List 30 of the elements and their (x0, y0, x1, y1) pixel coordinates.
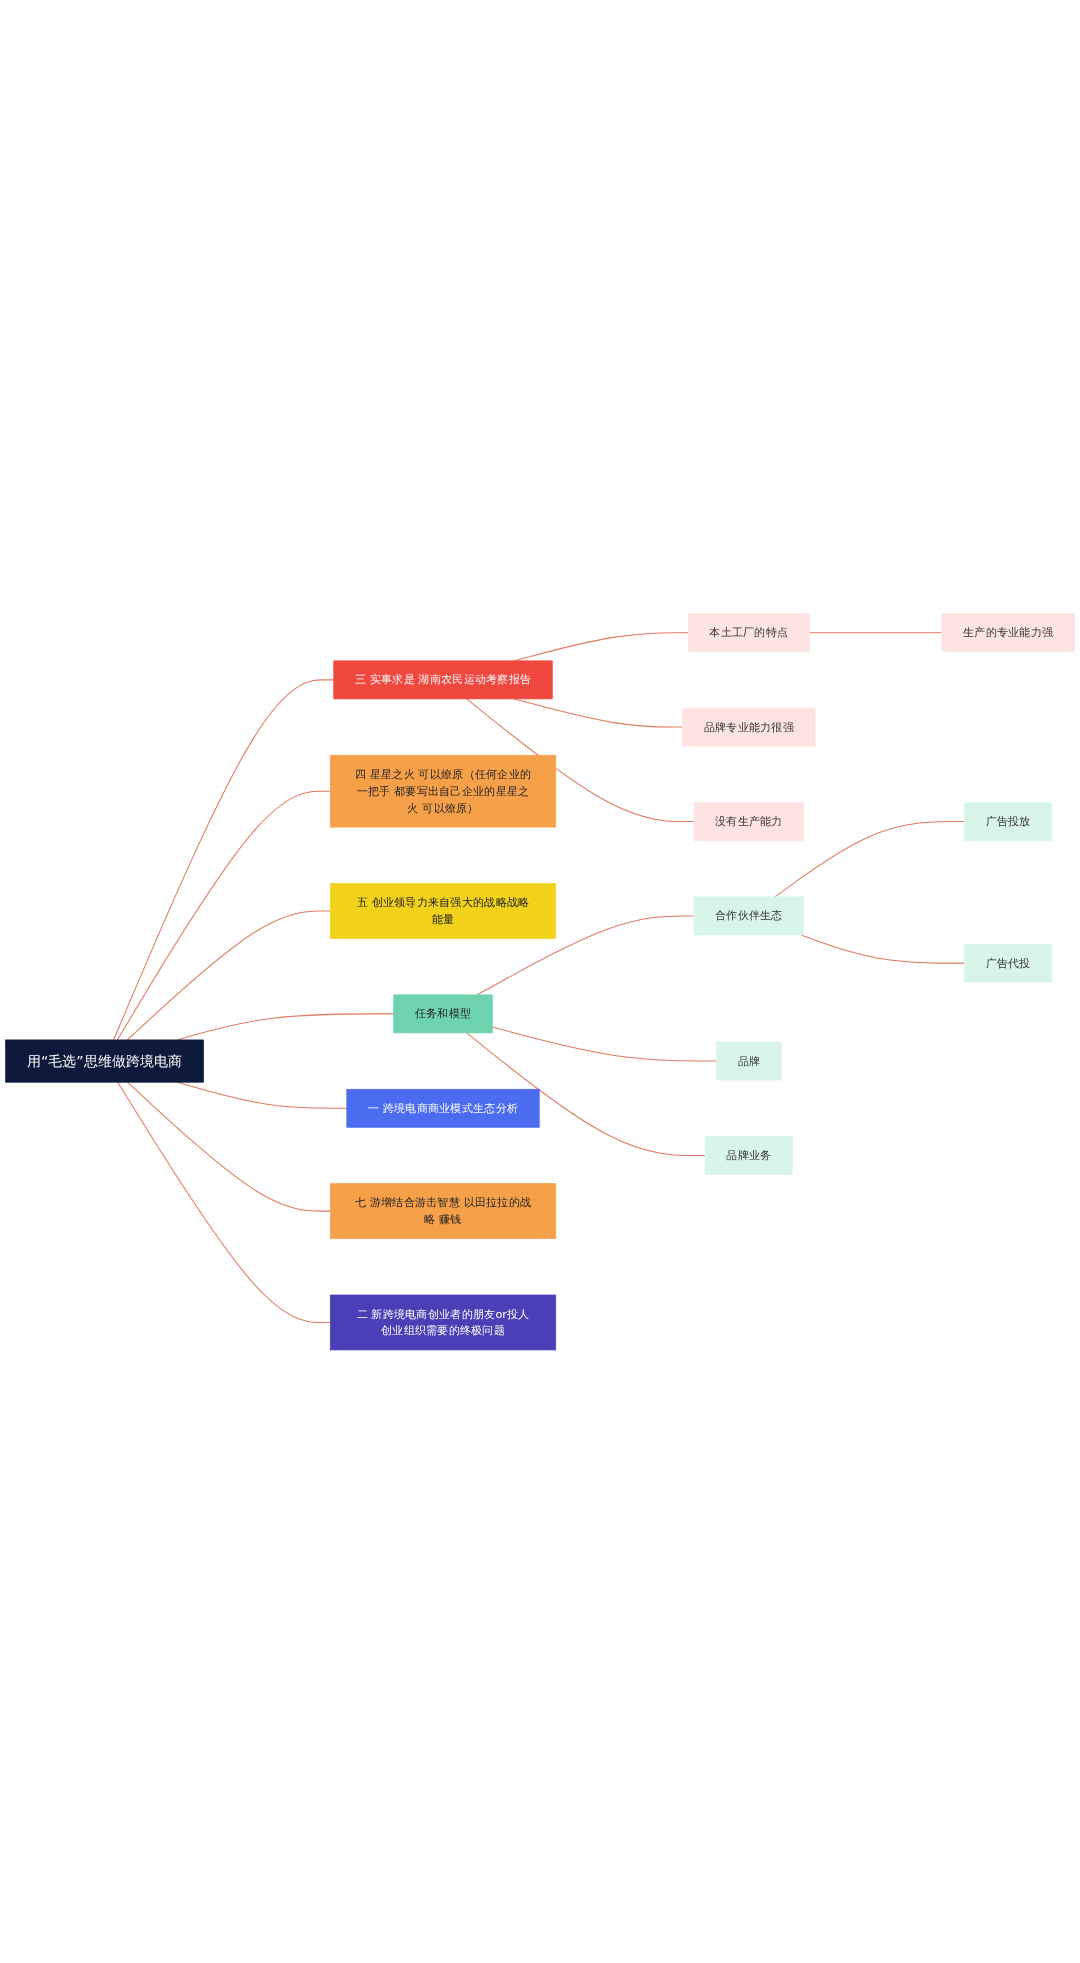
node-box: 七 游增结合游击智慧 以田拉拉的战略 赚钱 (329, 1183, 557, 1239)
node-box: 生产的专业能力强 (941, 613, 1075, 652)
connector (491, 1026, 717, 1062)
node-box: 任务和模型 (393, 994, 493, 1033)
node-box: 四 星星之火 可以燎原（任何企业的一把手 都要写出自己企业的星星之火 可以燎原） (329, 754, 557, 828)
node-box: 二 新跨境电商创业者的朋友or投人创业组织需要的终极问题 (329, 1294, 557, 1350)
connector (466, 1032, 706, 1156)
connector (113, 679, 335, 1041)
connector (808, 631, 943, 633)
connector (117, 1081, 331, 1323)
node-box: 品牌业务 (704, 1135, 793, 1175)
node-box: 本土工厂的特点 (687, 613, 810, 652)
connector (126, 1081, 331, 1212)
node-box: 用“毛选”思维做跨境电商 (5, 1039, 204, 1083)
node-box: 广告代投 (964, 943, 1053, 983)
connector (116, 790, 331, 1041)
connector (126, 910, 331, 1041)
connector (476, 915, 695, 996)
connector (774, 820, 965, 898)
node-box: 品牌 (716, 1041, 782, 1081)
node-box: 广告投放 (964, 801, 1053, 841)
connector (800, 934, 965, 964)
node-box: 没有生产能力 (693, 801, 805, 841)
connector (466, 698, 695, 822)
node-box: 品牌专业能力很强 (682, 707, 816, 747)
connector (176, 1081, 348, 1109)
node-box: 五 创业领导力来自强大的战略战略能量 (329, 882, 557, 939)
node-box: 合作伙伴生态 (693, 896, 805, 935)
node-box: 一 跨境电商商业模式生态分析 (346, 1088, 540, 1128)
node-box: 三 实事求是 湖南农民运动考察报告 (333, 660, 553, 699)
